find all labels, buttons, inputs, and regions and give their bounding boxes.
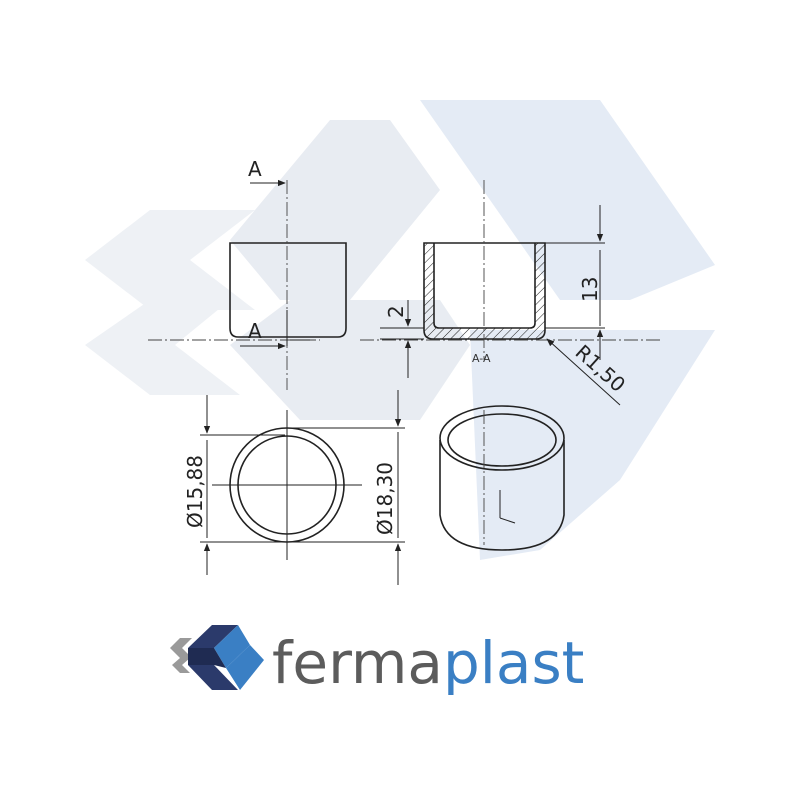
brand-name: fermaplast	[272, 629, 584, 697]
section-view-label: A-A	[472, 352, 491, 365]
fermaplast-logo-mark	[170, 625, 264, 690]
front-view	[148, 179, 347, 390]
outer-diameter-dimension: Ø18,30	[373, 462, 397, 535]
section-label-top: A	[248, 157, 262, 181]
height-dimension: 13	[578, 277, 602, 302]
section-view	[360, 180, 660, 406]
inner-diameter-dimension: Ø15,88	[183, 455, 207, 528]
top-view	[200, 390, 405, 585]
brand-name-part1: ferma	[272, 629, 443, 697]
watermark-logo	[85, 100, 715, 560]
isometric-view	[439, 405, 565, 551]
wall-dimension: 2	[384, 305, 408, 318]
section-label-bottom: A	[248, 319, 262, 343]
brand-name-part2: plast	[443, 629, 584, 697]
